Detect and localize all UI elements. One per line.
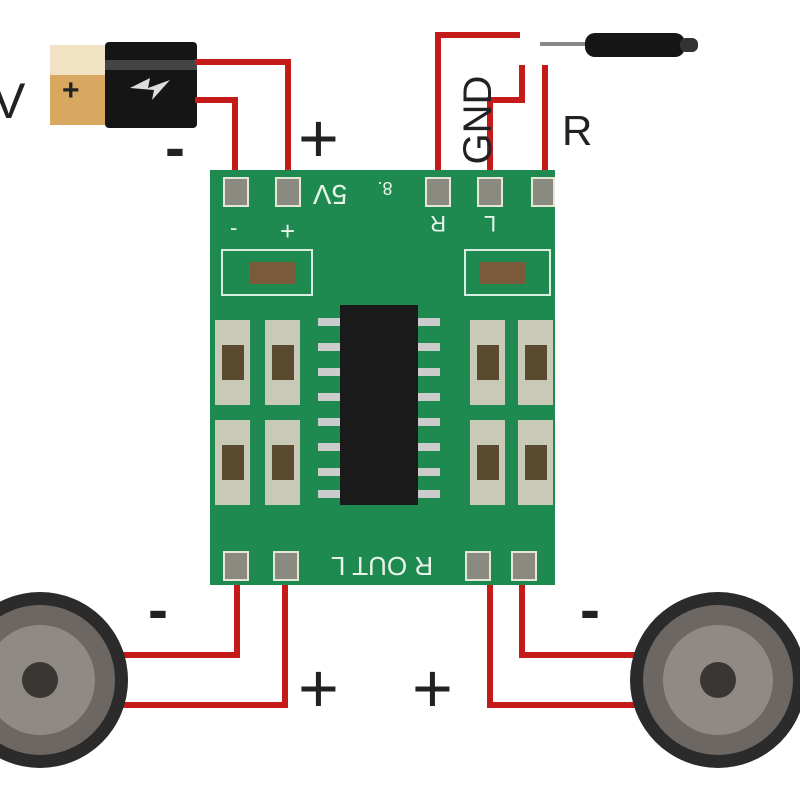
board-pin-l: L: [484, 211, 496, 236]
left-speaker-plus-label: +: [298, 649, 339, 727]
wire-left-speaker-plus: [120, 570, 288, 708]
wire-right-speaker-minus: [519, 570, 645, 658]
board-pin-r: R: [430, 211, 446, 236]
passive-components: [215, 320, 553, 505]
board-marker: 8.: [377, 178, 392, 198]
right-speaker-plus-label: +: [412, 649, 453, 727]
right-speaker-minus-label: -: [580, 576, 600, 643]
board-plus: +: [280, 216, 295, 246]
wire-audio-gnd: [487, 65, 525, 185]
amplifier-chip: [340, 305, 418, 505]
board-power-label: 5V: [313, 179, 348, 210]
battery-minus-label: -: [165, 114, 185, 181]
board-minus: -: [230, 215, 237, 240]
audio-jack: [540, 33, 698, 57]
gnd-label: GND: [456, 76, 500, 165]
wire-right-speaker-plus: [487, 570, 645, 708]
voltage-label: V: [0, 73, 26, 129]
left-speaker-minus-label: -: [148, 576, 168, 643]
battery: +: [50, 42, 197, 128]
amplifier-board: 5V 8. R L - + R OUT L: [210, 170, 555, 585]
wire-power-plus: [195, 59, 291, 185]
wire-audio-left: [435, 32, 520, 185]
wire-left-speaker-minus: [120, 570, 240, 658]
left-speaker: [0, 592, 128, 768]
right-channel-label: R: [562, 107, 592, 154]
wire-power-minus: [195, 97, 238, 185]
lightning-icon: [130, 78, 170, 100]
battery-plus-symbol: +: [62, 74, 80, 107]
board-out-label: R OUT L: [331, 551, 433, 581]
solder-pads: [223, 177, 555, 581]
battery-plus-label: +: [298, 99, 339, 177]
right-speaker: [630, 592, 800, 768]
